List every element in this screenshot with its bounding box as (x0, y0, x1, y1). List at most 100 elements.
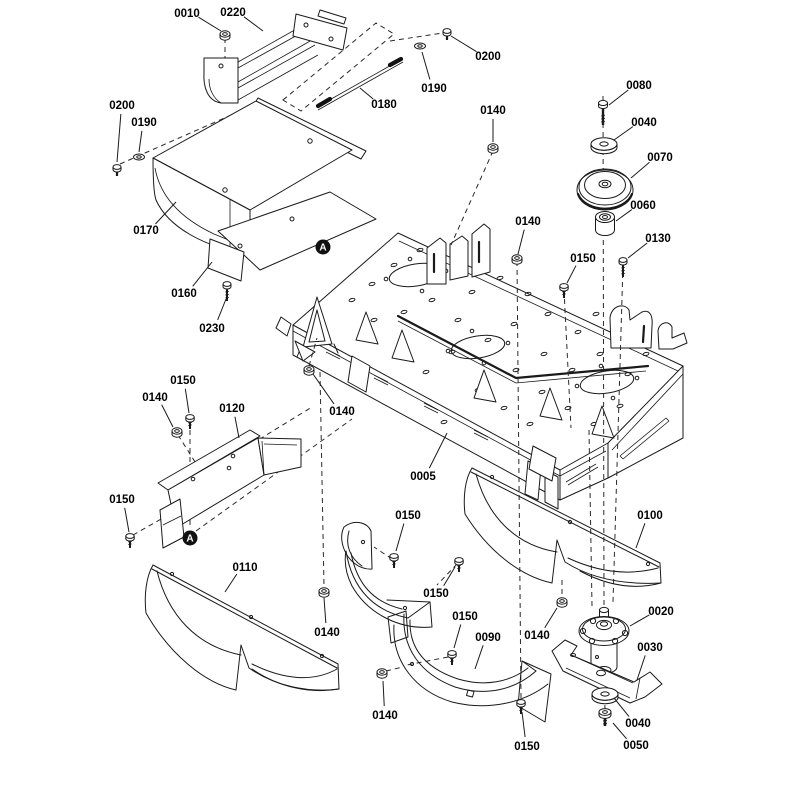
part-callout-label: 0200 (109, 100, 135, 112)
nut-fastener (487, 143, 499, 154)
callout-leader (613, 697, 630, 717)
part-callout-label: 0230 (199, 323, 225, 335)
deck-slot-hole (416, 247, 424, 253)
part-callout-label: 0090 (475, 632, 501, 644)
callout-leader (453, 624, 462, 649)
part-baffle-right (463, 467, 662, 587)
callout-leader (450, 35, 477, 53)
deck-slot-hole (400, 309, 408, 315)
part-callout-label: 0080 (626, 80, 652, 92)
part-callout-label: 0200 (475, 51, 501, 63)
deck-slot-hole (540, 351, 548, 357)
part-baffle-left (144, 564, 340, 692)
deck-slot-holes (348, 247, 650, 427)
part-callout-label: 0020 (648, 606, 674, 618)
part-pulley (576, 168, 634, 211)
part-callout-label: 0170 (133, 225, 159, 237)
part-callout-label: 0040 (631, 117, 657, 129)
part-callout-label: 0140 (515, 216, 541, 228)
deck-slot-hole (484, 337, 492, 343)
deck-slot-hole (538, 389, 546, 395)
deck-slot-hole (348, 297, 356, 303)
part-callout-label: 0190 (131, 117, 157, 129)
deck-slot-hole (596, 351, 604, 357)
callout-leader (155, 201, 177, 225)
part-callout-label: 0150 (514, 741, 540, 753)
part-callout-label: 0190 (421, 83, 447, 95)
screw-long-fastener (618, 256, 628, 278)
callout-leader (544, 607, 558, 629)
callout-leader (474, 645, 484, 670)
deck-gussets (355, 311, 615, 439)
deck-slot-hole (526, 421, 534, 427)
callout-leader (243, 16, 264, 32)
view-marker-circle (182, 530, 198, 546)
part-callout-label: 0040 (625, 718, 651, 730)
view-marker-label: A (186, 534, 193, 545)
callout-leader (312, 373, 335, 405)
callout-leader (138, 130, 143, 153)
deck-slot-hole (428, 297, 436, 303)
deck-slot-hole (624, 371, 632, 377)
deck-slot-hole (512, 367, 520, 373)
part-callout-label: 0140 (329, 406, 355, 418)
callout-leader (636, 655, 646, 681)
screw-fastener (453, 556, 465, 573)
callout-leader (116, 113, 122, 163)
part-support-bracket (203, 9, 348, 104)
part-callout-label: 0140 (372, 710, 398, 722)
deck-skirt-details (325, 348, 670, 510)
bolt-long-fastener (597, 99, 609, 127)
callout-leader (612, 722, 627, 740)
part-callout-label: 0130 (645, 233, 671, 245)
washer-fastener (133, 153, 145, 161)
callout-leader (613, 126, 634, 141)
screw-fastener (446, 649, 458, 666)
part-cover-bracket (207, 191, 377, 282)
deck-slot-hole (642, 351, 650, 357)
callout-leader (323, 597, 327, 624)
view-marker-circle (315, 239, 331, 255)
screw-long-fastener (222, 280, 232, 302)
part-callout-label: 0120 (219, 403, 245, 415)
deck-slot-hole (500, 405, 508, 411)
screw-fastener (558, 282, 570, 299)
part-deck-shell (275, 223, 688, 510)
callout-leader (521, 711, 526, 738)
deck-slot-hole (468, 289, 476, 295)
deck-slot-hole (564, 405, 572, 411)
callout-leader (224, 573, 238, 593)
callout-leader (635, 523, 646, 549)
deck-slot-hole (544, 311, 552, 317)
part-spacer-bushing (595, 211, 615, 236)
part-callout-label: 0150 (395, 510, 421, 522)
washer-fastener (414, 42, 426, 50)
part-callout-label: 0220 (220, 7, 246, 19)
callout-leader (608, 89, 629, 106)
callout-leader (184, 388, 190, 414)
deck-slot-hole (448, 349, 456, 355)
deck-slot-hole (496, 275, 504, 281)
part-callout-label: 0110 (233, 562, 258, 574)
bolt-fastener (441, 27, 453, 42)
part-callout-label: 0005 (410, 471, 436, 483)
deck-slot-hole (390, 262, 398, 268)
part-callout-label: 0070 (647, 152, 673, 164)
callout-leader (627, 242, 648, 259)
part-callout-label: 0150 (423, 588, 449, 600)
part-callout-label: 0060 (630, 200, 656, 212)
nut-fastener (219, 30, 231, 41)
callout-leader (517, 229, 525, 255)
screw-fastener (388, 552, 400, 569)
part-callout-label: 0180 (371, 99, 397, 111)
callout-leader (234, 416, 240, 439)
part-callout-label: 0160 (171, 288, 197, 300)
callout-leader (395, 523, 405, 552)
callout-leader (192, 261, 213, 287)
part-discharge-chute (157, 429, 302, 549)
deck-slot-hole (370, 317, 378, 323)
view-marker-label: A (319, 243, 326, 254)
deck-slot-hole (454, 317, 462, 323)
part-baffle-lower (387, 610, 552, 723)
